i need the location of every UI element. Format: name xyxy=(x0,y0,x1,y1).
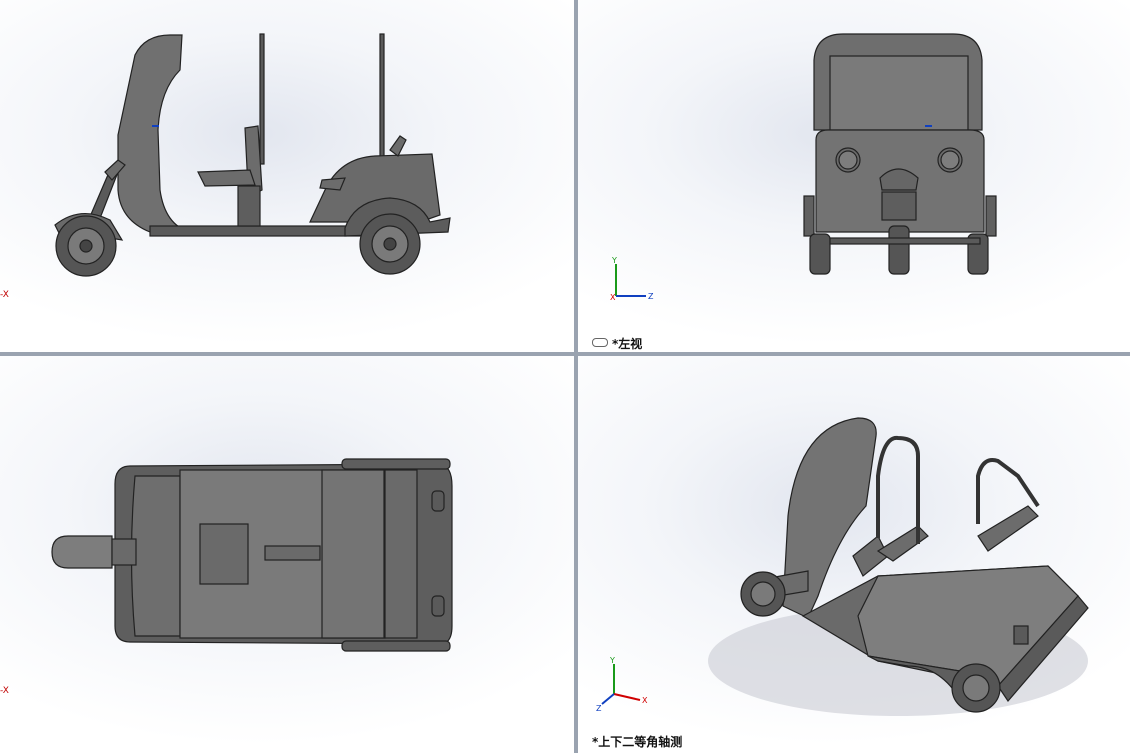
view-name-label: *左视 xyxy=(612,337,643,351)
tuk-tuk-top-model[interactable] xyxy=(0,356,574,753)
svg-text:Y: Y xyxy=(611,256,617,265)
svg-text:Z: Z xyxy=(596,704,602,713)
axis-triad: Y X Z xyxy=(596,656,648,713)
viewport-left[interactable]: Y X Z *左视 xyxy=(578,0,1130,352)
view-name-label: *上下二等角轴测 xyxy=(592,735,683,749)
link-icon xyxy=(592,338,608,347)
svg-text:Y: Y xyxy=(609,656,615,665)
svg-text:X: X xyxy=(610,293,616,302)
axis-edge-label: -X xyxy=(0,686,9,696)
axis-edge-label: -X xyxy=(0,290,9,300)
svg-text:X: X xyxy=(642,696,648,705)
tuk-tuk-iso-model[interactable] xyxy=(578,356,1130,753)
axis-triad: Y X Z xyxy=(610,256,654,302)
viewport-front[interactable]: -X xyxy=(0,0,574,352)
viewport-isometric[interactable]: Y X Z *上下二等角轴测 xyxy=(578,356,1130,753)
tuk-tuk-rear-model[interactable] xyxy=(578,0,1130,352)
svg-text:Z: Z xyxy=(648,292,654,301)
tuk-tuk-side-model[interactable] xyxy=(0,0,574,352)
viewport-top[interactable]: -X xyxy=(0,356,574,753)
